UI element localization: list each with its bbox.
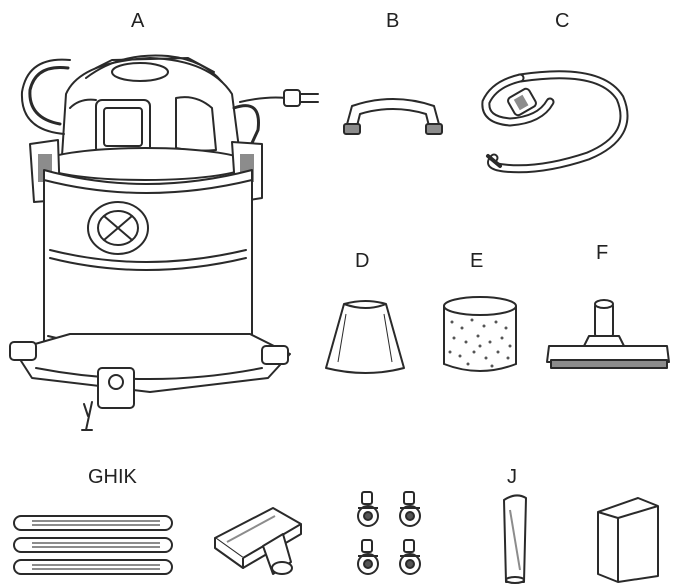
extension-wands-illustration: [10, 510, 180, 578]
label-a: A: [131, 10, 144, 33]
label-e: E: [470, 250, 483, 273]
floor-brush-illustration: [543, 296, 673, 376]
label-ghik: GHIK: [88, 466, 137, 489]
label-j: J: [507, 466, 517, 489]
carry-handle-illustration: [338, 88, 448, 148]
vacuum-canister-illustration: [0, 38, 340, 438]
label-d: D: [355, 250, 369, 273]
instruction-manual-illustration: [592, 494, 667, 584]
label-c: C: [555, 10, 569, 33]
label-b: B: [386, 10, 399, 33]
casters-illustration: [350, 490, 440, 585]
flexible-hose-illustration: [470, 58, 640, 188]
crevice-tool-illustration: [496, 490, 536, 585]
foam-filter-illustration: [440, 294, 520, 378]
upholstery-nozzle-illustration: [205, 498, 315, 582]
filter-bag-illustration: [320, 296, 410, 378]
label-f: F: [596, 242, 608, 265]
